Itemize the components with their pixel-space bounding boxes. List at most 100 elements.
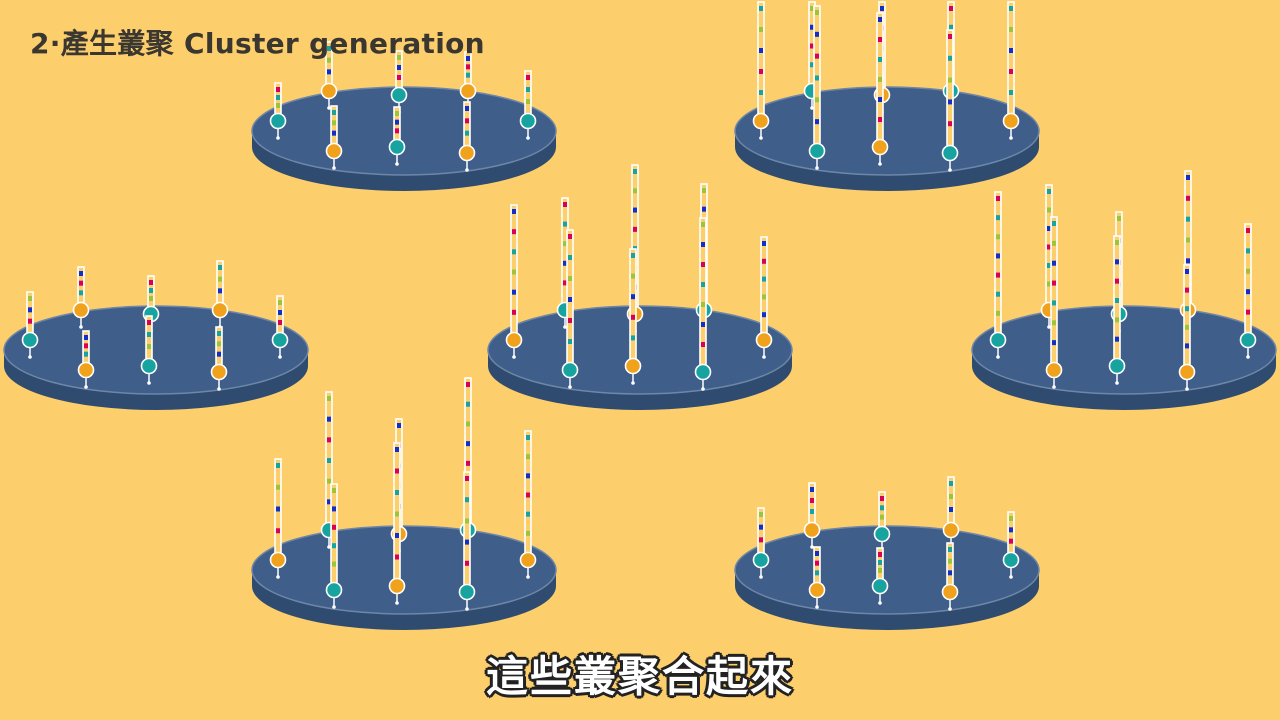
strand-segment	[631, 335, 635, 341]
strand-segment	[759, 537, 763, 543]
strand-segment	[1052, 340, 1056, 346]
step-number: 2	[30, 27, 50, 60]
teal-bead	[752, 551, 770, 569]
strand-segment	[701, 302, 705, 307]
anchor-dot	[810, 106, 814, 110]
strand-segment	[949, 494, 953, 499]
strand-segment	[397, 423, 401, 428]
strand-segment	[526, 75, 530, 80]
strand-segment	[465, 497, 469, 503]
teal-bead	[271, 331, 289, 349]
anchor-dot	[1052, 385, 1056, 389]
dna-strand	[1244, 223, 1252, 337]
strand-segment	[702, 188, 706, 193]
strand-segment	[996, 234, 1000, 240]
strand-segment	[465, 130, 469, 136]
flow-cell-disc-6	[251, 377, 557, 630]
strand-segment	[276, 463, 280, 468]
strand-segment	[810, 6, 814, 11]
strand-segment	[878, 17, 882, 22]
strand-segment	[563, 202, 567, 207]
orange-bead	[942, 521, 960, 539]
strand-segment	[1117, 216, 1121, 221]
strand-segment	[1186, 175, 1190, 180]
teal-bead	[140, 357, 158, 375]
anchor-dot	[395, 601, 399, 605]
anchor-dot	[815, 166, 819, 170]
flow-cell-disc-7	[734, 476, 1040, 630]
strand-segment	[949, 6, 953, 11]
strand-segment	[631, 314, 635, 320]
strand-segment	[880, 505, 884, 511]
anchor-dot	[568, 385, 572, 389]
strand-segment	[948, 99, 952, 105]
anchor-dot	[465, 607, 469, 611]
strand-segment	[1052, 240, 1056, 246]
strand-segment	[702, 206, 706, 212]
strand-segment	[397, 65, 401, 70]
strand-segment	[276, 103, 280, 108]
strand-segment	[327, 499, 331, 505]
strand-segment	[701, 322, 705, 327]
strand-segment	[327, 416, 331, 422]
strand-segment	[28, 307, 32, 313]
anchor-dot	[217, 387, 221, 391]
strand-segment	[568, 255, 572, 260]
strand-segment	[948, 34, 952, 39]
flow-cell-disc-2	[734, 1, 1040, 191]
anchor-dot	[332, 605, 336, 609]
strand-segment	[276, 95, 280, 100]
orange-bead	[808, 581, 826, 599]
strand-segment	[880, 496, 884, 501]
strand-segment	[878, 97, 882, 102]
strand-segment	[1052, 280, 1056, 286]
strand-segment	[878, 77, 882, 82]
strand-segment	[880, 514, 884, 520]
strand-segment	[512, 289, 516, 295]
strand-segment	[1047, 189, 1051, 194]
anchor-dot	[526, 575, 530, 579]
dna-strand	[1183, 264, 1191, 369]
strand-segment	[332, 110, 336, 115]
teal-bead	[1239, 331, 1257, 349]
orange-bead	[1002, 112, 1020, 130]
teal-bead	[1108, 357, 1126, 375]
orange-bead	[1045, 361, 1063, 379]
strand-segment	[568, 276, 572, 281]
strand-segment	[397, 75, 401, 80]
strand-segment	[1052, 320, 1056, 326]
strand-segment	[759, 27, 763, 32]
strand-segment	[395, 468, 399, 474]
strand-segment	[276, 528, 280, 534]
strand-segment	[327, 46, 331, 51]
anchor-dot	[1009, 136, 1013, 140]
orange-bead	[941, 583, 959, 601]
strand-segment	[701, 342, 705, 347]
section-heading: 2·產生叢聚 Cluster generation	[30, 22, 485, 62]
orange-bead	[211, 301, 229, 319]
strand-segment	[568, 297, 572, 302]
strand-segment	[526, 492, 530, 498]
flow-cell-disc-1	[251, 41, 557, 191]
strand-segment	[276, 87, 280, 92]
strand-segment	[880, 6, 884, 11]
strand-segment	[1009, 48, 1013, 53]
heading-title-en: Cluster generation	[184, 27, 485, 60]
strand-segment	[278, 320, 282, 325]
strand-segment	[395, 533, 399, 538]
strand-segment	[996, 253, 1000, 259]
anchor-dot	[948, 168, 952, 172]
strand-segment	[563, 280, 567, 286]
strand-segment	[466, 64, 470, 70]
anchor-dot	[996, 355, 1000, 359]
strand-segment	[762, 258, 766, 264]
strand-segment	[465, 118, 469, 124]
strand-segment	[759, 512, 763, 517]
anchor-dot	[79, 325, 83, 329]
strand-segment	[878, 552, 882, 557]
strand-segment	[149, 280, 153, 285]
strand-segment	[1186, 258, 1190, 264]
teal-bead	[873, 525, 891, 543]
strand-segment	[1052, 300, 1056, 306]
